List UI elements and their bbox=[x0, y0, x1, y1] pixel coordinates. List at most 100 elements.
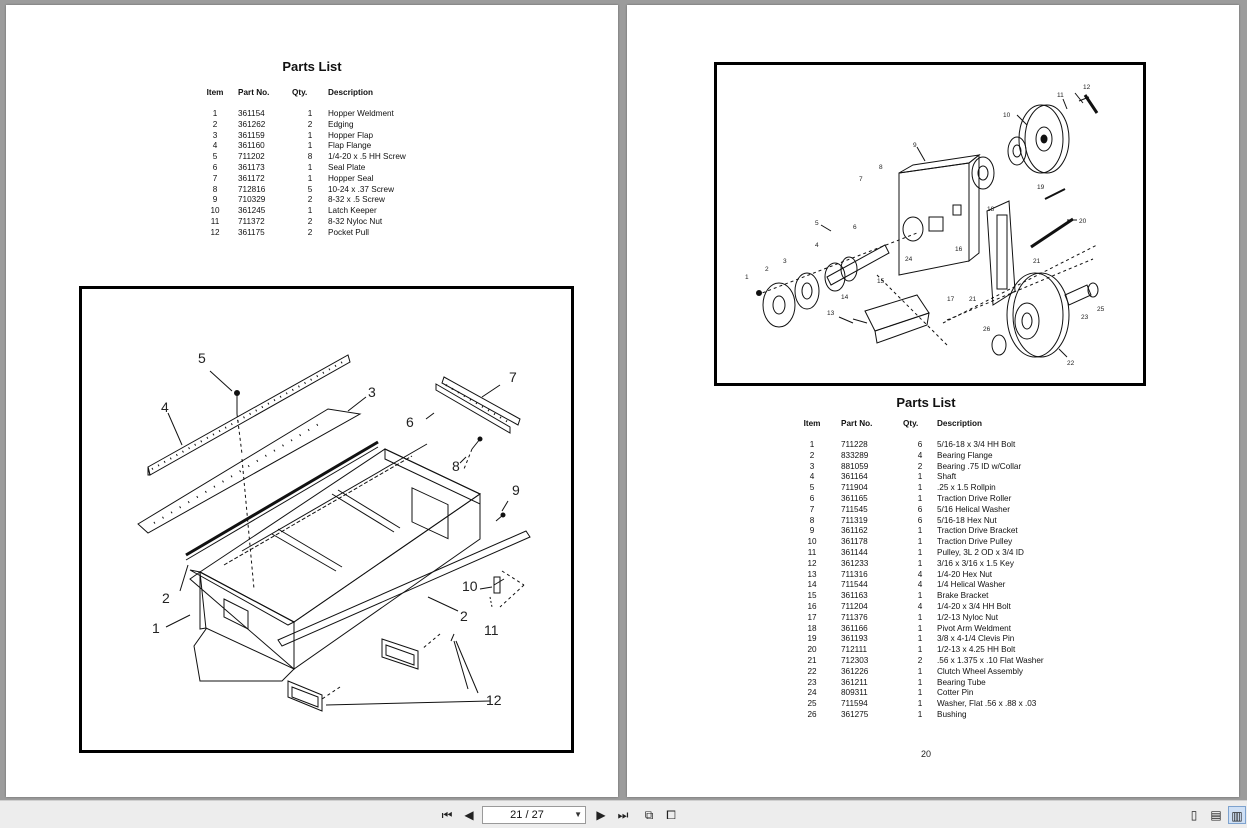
item-number: 24 bbox=[807, 688, 817, 698]
col-desc-header: Description bbox=[937, 419, 983, 428]
part-number: 711544 bbox=[841, 580, 868, 590]
pocket-pull-2 bbox=[287, 680, 323, 712]
traction-drive-pulley bbox=[1018, 104, 1064, 174]
col-desc-header: Description bbox=[328, 88, 374, 97]
single-page-icon[interactable]: ▯ bbox=[1190, 808, 1198, 822]
part-number: 711376 bbox=[841, 612, 868, 622]
description: 1/2-13 Nyloc Nut bbox=[937, 612, 998, 622]
description: Hopper Seal bbox=[328, 173, 374, 183]
item-number: 10 bbox=[807, 537, 817, 547]
parts-list-title: Parts List bbox=[896, 395, 956, 410]
description: 3/16 x 3/16 x 1.5 Key bbox=[937, 558, 1014, 568]
callout-r3: 3 bbox=[783, 258, 787, 265]
callout-r1: 1 bbox=[745, 274, 749, 281]
item-number: 22 bbox=[807, 666, 817, 676]
page-select[interactable]: 21 / 27 ▼ bbox=[482, 806, 586, 824]
traction-drive-drawing: 1 2 3 4 5 6 7 8 9 10 11 12 13 14 15 16 1 bbox=[745, 84, 1105, 367]
callout-8: 8 bbox=[452, 458, 460, 474]
quantity: 2 bbox=[307, 195, 313, 205]
forward-icon[interactable]: ⧠ bbox=[666, 808, 676, 822]
part-number: 711594 bbox=[841, 699, 868, 709]
description: Shaft bbox=[937, 472, 957, 482]
pivot-arm-weldment bbox=[986, 200, 1016, 306]
back-icon[interactable]: ⧉ bbox=[644, 808, 654, 822]
quantity: 1 bbox=[917, 688, 923, 698]
callout-7: 7 bbox=[509, 369, 517, 385]
page-right: 1 2 3 4 5 6 7 8 9 10 11 12 13 14 15 16 1 bbox=[627, 5, 1239, 797]
seal-plate-part bbox=[435, 383, 511, 434]
callout-r25: 25 bbox=[1097, 306, 1105, 313]
quantity: 1 bbox=[917, 699, 923, 709]
description: Clutch Wheel Assembly bbox=[937, 666, 1024, 676]
page-left: Parts List Item Part No. Qty. Descriptio… bbox=[6, 5, 618, 797]
item-number: 15 bbox=[807, 591, 817, 601]
item-number: 25 bbox=[807, 699, 817, 709]
quantity: 4 bbox=[917, 569, 923, 579]
part-number: 361162 bbox=[841, 526, 868, 536]
item-number: 9 bbox=[212, 195, 218, 205]
callout-2b: 2 bbox=[460, 608, 468, 624]
table-header-row: Item Part No. Qty. Description bbox=[192, 88, 448, 109]
item-number: 16 bbox=[807, 601, 817, 611]
next-page-icon[interactable]: ▶ bbox=[596, 808, 606, 822]
item-number: 26 bbox=[807, 709, 817, 719]
two-page-icon[interactable]: ▥ bbox=[1228, 806, 1246, 824]
part-number: 361233 bbox=[841, 558, 869, 568]
viewer-toolbar: ⏮ ◀ 21 / 27 ▼ ▶ ⏭ ⧉ ⧠ ▯ ▤ ▥ bbox=[0, 800, 1247, 828]
part-number: 712303 bbox=[841, 655, 869, 665]
part-number: 361166 bbox=[841, 623, 868, 633]
part-number: 361160 bbox=[238, 141, 265, 151]
quantity: 5 bbox=[307, 184, 313, 194]
part-number: 881059 bbox=[841, 461, 869, 471]
callout-r18: 18 bbox=[987, 206, 995, 213]
description: Traction Drive Bracket bbox=[937, 526, 1018, 536]
callout-10: 10 bbox=[462, 578, 478, 594]
quantity: 1 bbox=[917, 612, 923, 622]
description: Hopper Flap bbox=[328, 130, 374, 140]
prev-page-icon[interactable]: ◀ bbox=[464, 808, 474, 822]
callout-r14: 14 bbox=[841, 294, 849, 301]
callout-r9: 9 bbox=[913, 142, 917, 149]
description: Edging bbox=[328, 119, 354, 129]
part-number: 710329 bbox=[238, 195, 266, 205]
callout-r12: 12 bbox=[1083, 84, 1091, 91]
quantity: 8 bbox=[307, 152, 313, 162]
item-number: 12 bbox=[807, 558, 817, 568]
quantity: 2 bbox=[307, 227, 313, 237]
description: Traction Drive Roller bbox=[937, 493, 1012, 503]
quantity: 2 bbox=[307, 216, 313, 226]
callout-3: 3 bbox=[368, 384, 376, 400]
callout-1: 1 bbox=[152, 620, 160, 636]
item-number: 2 bbox=[212, 119, 218, 129]
item-number: 21 bbox=[807, 655, 817, 665]
item-number: 1 bbox=[809, 440, 815, 449]
hopper-drawing: 5 4 3 6 7 8 9 2 1 2 10 11 12 bbox=[137, 350, 531, 712]
col-item-header: Item bbox=[803, 419, 821, 428]
item-number: 20 bbox=[807, 645, 817, 655]
quantity: 6 bbox=[917, 515, 923, 525]
last-page-icon[interactable]: ⏭ bbox=[617, 808, 629, 822]
part-number: 361159 bbox=[238, 130, 265, 140]
first-page-icon[interactable]: ⏮ bbox=[441, 808, 453, 822]
callout-r24: 24 bbox=[905, 256, 913, 263]
callout-r6: 6 bbox=[853, 224, 857, 231]
quantity: 1 bbox=[307, 206, 313, 216]
book-icon[interactable]: ▤ bbox=[1210, 808, 1222, 822]
